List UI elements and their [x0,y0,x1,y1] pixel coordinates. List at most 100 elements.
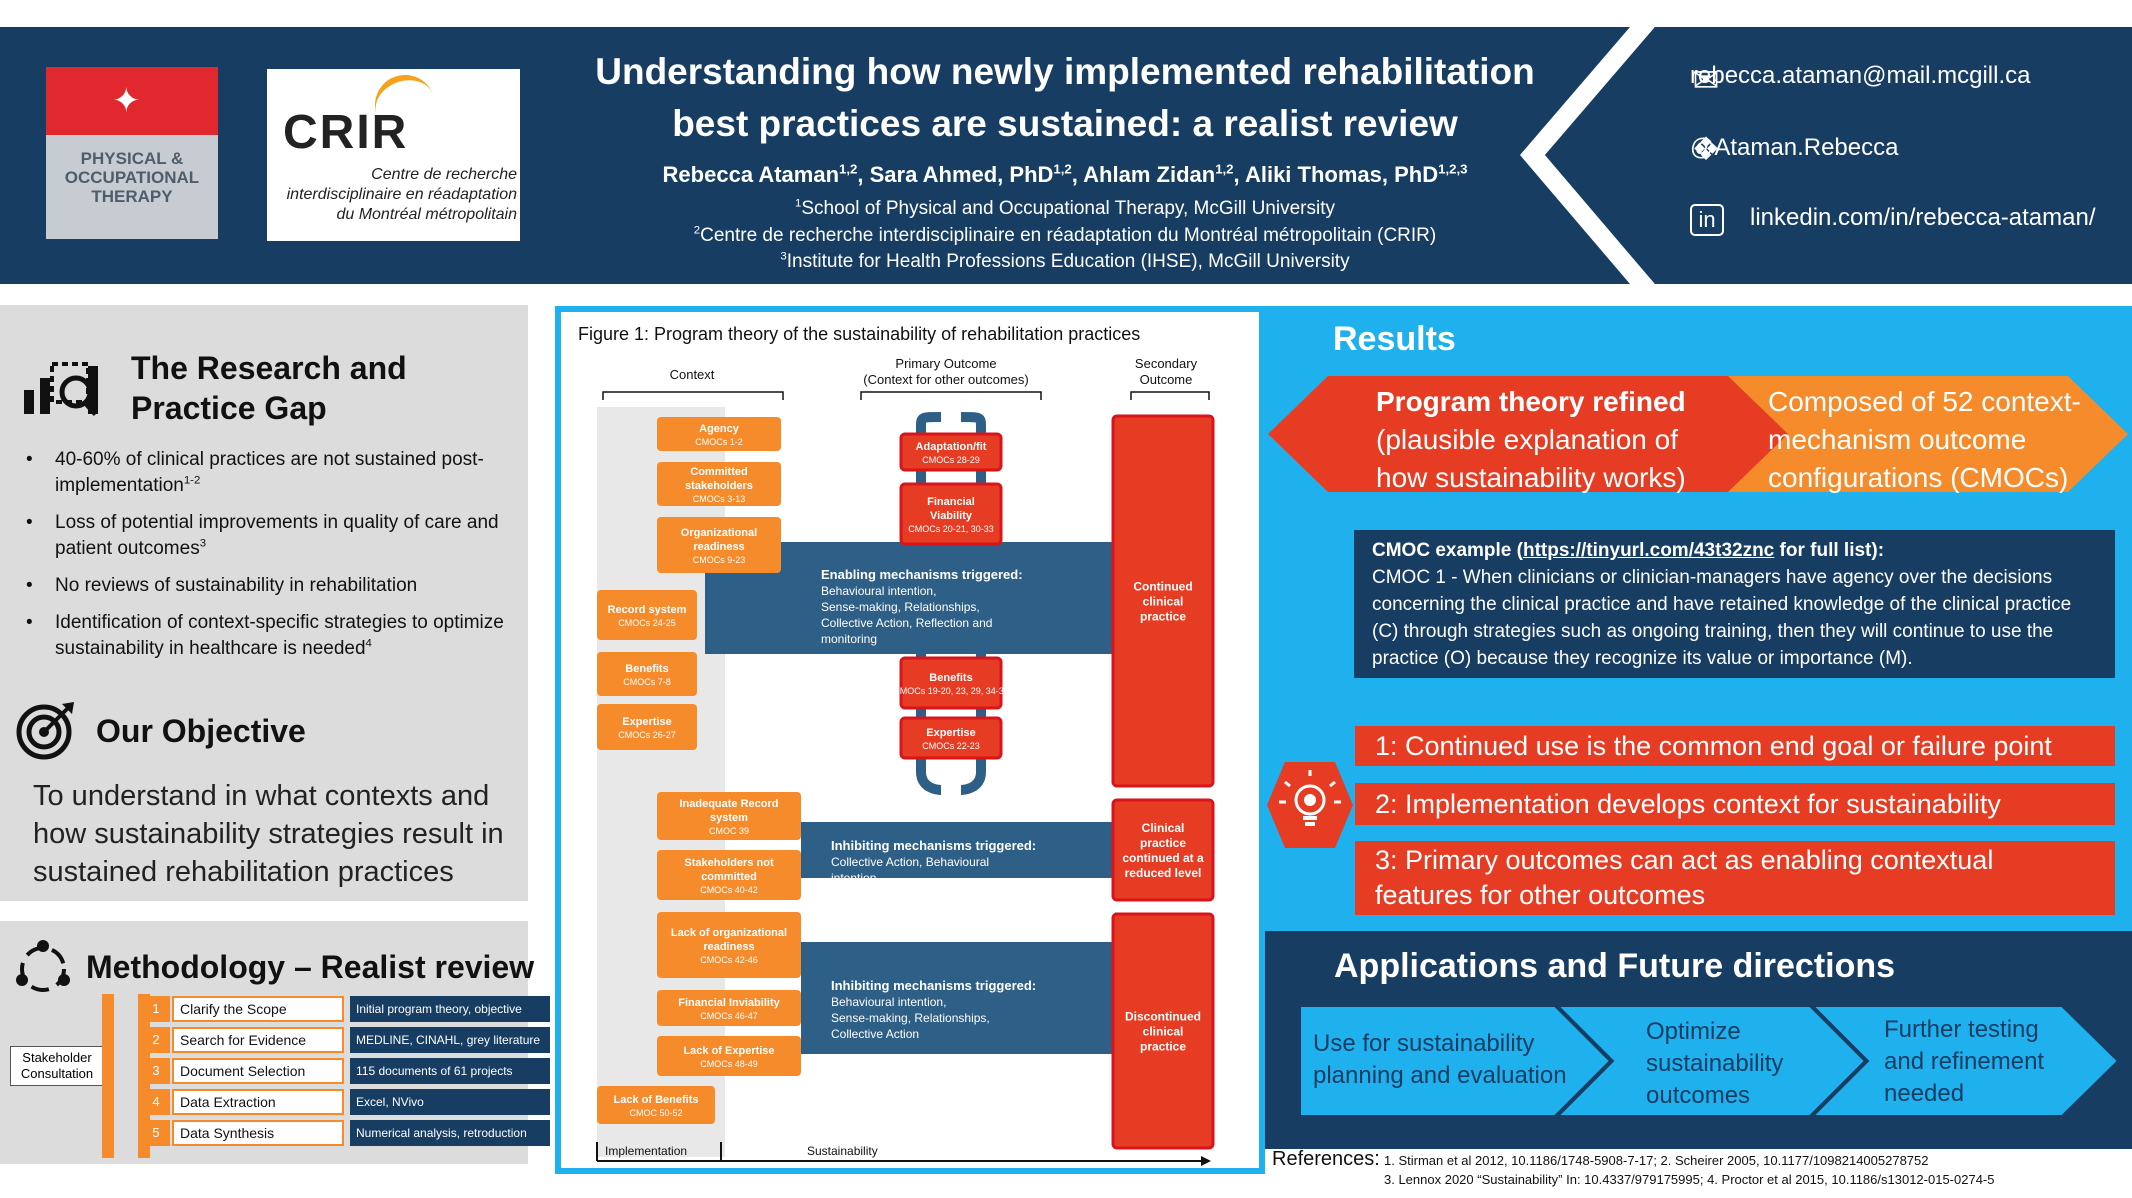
svg-text:CMOC 39: CMOC 39 [709,826,749,836]
crir-logo: CRIR Centre de recherche interdisciplina… [267,66,520,241]
svg-text:Inhibiting mechanisms triggere: Inhibiting mechanisms triggered: [831,978,1036,993]
mechanism-label: Inhibiting mechanisms triggered: Behaviou… [831,978,1036,1041]
svg-text:CMOCs 48-49: CMOCs 48-49 [700,1059,758,1069]
linkedin-link[interactable]: linkedin.com/in/rebecca-ataman/ [1750,204,2096,231]
svg-text:Organizational: Organizational [681,527,757,539]
list-item: 2 Search for Evidence MEDLINE, CINAHL, g… [142,1027,550,1053]
svg-text:Expertise: Expertise [622,716,672,728]
svg-text:Inadequate Record: Inadequate Record [679,798,778,810]
affiliation-1: 1School of Physical and Occupational The… [795,197,1335,219]
svg-text:CMOCs 24-25: CMOCs 24-25 [618,618,676,628]
author-name: Aliki Thomas, PhD1,2,3 [1244,161,1468,187]
svg-text:CMOCs 28-29: CMOCs 28-29 [922,455,980,465]
mechanism-label: Enabling mechanisms triggered:Behavioura… [821,567,1023,646]
svg-text:Behavioural intention,: Behavioural intention, [821,584,936,598]
enabling-arrow [705,498,1211,700]
cmoc-link[interactable]: https://tinyurl.com/43t32znc [1522,540,1775,561]
cmoc-example-box: CMOC example (https://tinyurl.com/43t32z… [1354,530,2115,678]
objective-title: Our Objective [96,713,306,749]
svg-text:Collective Action, Reflection: Collective Action, Reflection and [821,616,992,630]
methodology-title: Methodology – Realist review [86,949,535,985]
application-3: Further testing and refinement needed [1884,1016,2045,1107]
figure-caption: Figure 1: Program theory of the sustaina… [578,324,1141,344]
list-item: 3 Document Selection 115 documents of 61… [142,1058,550,1084]
affiliation-2: 2Centre de recherche interdisciplinaire … [693,224,1437,246]
objective-text: To understand in what contexts and how s… [33,780,504,888]
svg-text:monitoring: monitoring [821,632,877,646]
svg-text:Record system: Record system [608,604,687,616]
inhibiting-arrow-2 [801,912,1211,1084]
svg-text:CMOCs 9-23: CMOCs 9-23 [693,555,746,565]
primary-subheader: (Context for other outcomes) [863,372,1028,387]
secondary-subheader: Outcome [1140,372,1193,387]
svg-text:Sense-making, Relationships,: Sense-making, Relationships, [831,1011,990,1025]
svg-text:CMOCs 7-8: CMOCs 7-8 [623,677,671,687]
svg-text:CMOCs 22-23: CMOCs 22-23 [922,741,980,751]
svg-text:Expertise: Expertise [926,727,976,739]
svg-text:Financial: Financial [927,496,975,508]
crir-logo-desc: Centre de recherche interdisciplinaire e… [286,166,517,223]
svg-text:Benefits: Benefits [625,663,668,675]
svg-text:CMOCs 26-27: CMOCs 26-27 [618,730,676,740]
finding-1: 1: Continued use is the common end goal … [1355,726,2115,766]
cmoc-text: CMOC 1 - When clinicians or clinician-ma… [1372,567,2072,669]
svg-text:intention: intention [831,871,876,885]
program-theory-figure: Context Primary Outcome (Context for oth… [596,356,1215,1166]
axis-label-sustainability: Sustainability [807,1144,878,1158]
svg-text:Stakeholders not: Stakeholders not [684,857,774,869]
svg-text:Collective Action: Collective Action [831,1027,919,1041]
target-icon [16,702,74,760]
list-item: 5 Data Synthesis Numerical analysis, ret… [142,1120,550,1146]
secondary-outcome-boxes: ContinuedclinicalpracticeClinicalpractic… [1111,414,1215,1150]
svg-text:CMOCs 42-46: CMOCs 42-46 [700,955,758,965]
bird-icon: ✦ [112,82,141,120]
svg-text:Behavioural intention,: Behavioural intention, [831,995,946,1009]
twitter-link[interactable]: @Ataman.Rebecca [1690,134,1899,161]
svg-text:Inhibiting mechanisms triggere: Inhibiting mechanisms triggered: [831,838,1036,853]
pot-logo: ✦ PHYSICAL & OCCUPATIONAL THERAPY [46,67,218,239]
research-magnifier-icon [24,362,99,417]
stakeholder-bar [102,994,114,1158]
crir-logo-text: CRIR [283,106,409,159]
svg-text:Benefits: Benefits [929,672,972,684]
svg-text:Lack of Benefits: Lack of Benefits [614,1094,699,1106]
svg-text:Continued: Continued [1133,580,1192,594]
svg-text:Committed: Committed [690,466,747,478]
reference-line-1: 1. Stirman et al 2012, 10.1186/1748-5908… [1384,1153,1929,1168]
gap-bullets: 40-60% of clinical practices are not sus… [24,447,504,673]
author-name: Rebecca Ataman1,2 [662,161,858,187]
svg-text:CMOCs 1-2: CMOCs 1-2 [695,437,743,447]
gap-title: The Research and Practice Gap [131,350,407,426]
svg-text:Lack of Expertise: Lack of Expertise [683,1045,774,1057]
author-name: Sara Ahmed, PhD1,2 [869,161,1072,187]
svg-text:CMOC 50-52: CMOC 50-52 [629,1108,682,1118]
svg-text:clinical: clinical [1143,595,1184,609]
svg-text:Clinical: Clinical [1142,821,1185,835]
list-item: Identification of context-specific strat… [24,610,504,662]
results-arrows [1268,376,2128,492]
svg-text:CMOCs 40-42: CMOCs 40-42 [700,885,758,895]
svg-text:Agency: Agency [699,423,740,435]
svg-text:Viability: Viability [930,510,973,522]
application-2: Optimize sustainability outcomes [1646,1018,1784,1109]
svg-text:stakeholders: stakeholders [685,480,753,492]
email-link[interactable]: rebecca.ataman@mail.mcgill.ca [1690,62,2031,89]
svg-text:CMOCs 46-47: CMOCs 46-47 [700,1011,758,1021]
axis-label-implementation: Implementation [605,1144,687,1158]
list-item: 1 Clarify the Scope Initial program theo… [142,996,550,1022]
poster-title: Understanding how newly implemented reha… [560,46,1570,150]
finding-2: 2: Implementation develops context for s… [1355,783,2115,825]
linkedin-icon: in [1690,204,1724,236]
